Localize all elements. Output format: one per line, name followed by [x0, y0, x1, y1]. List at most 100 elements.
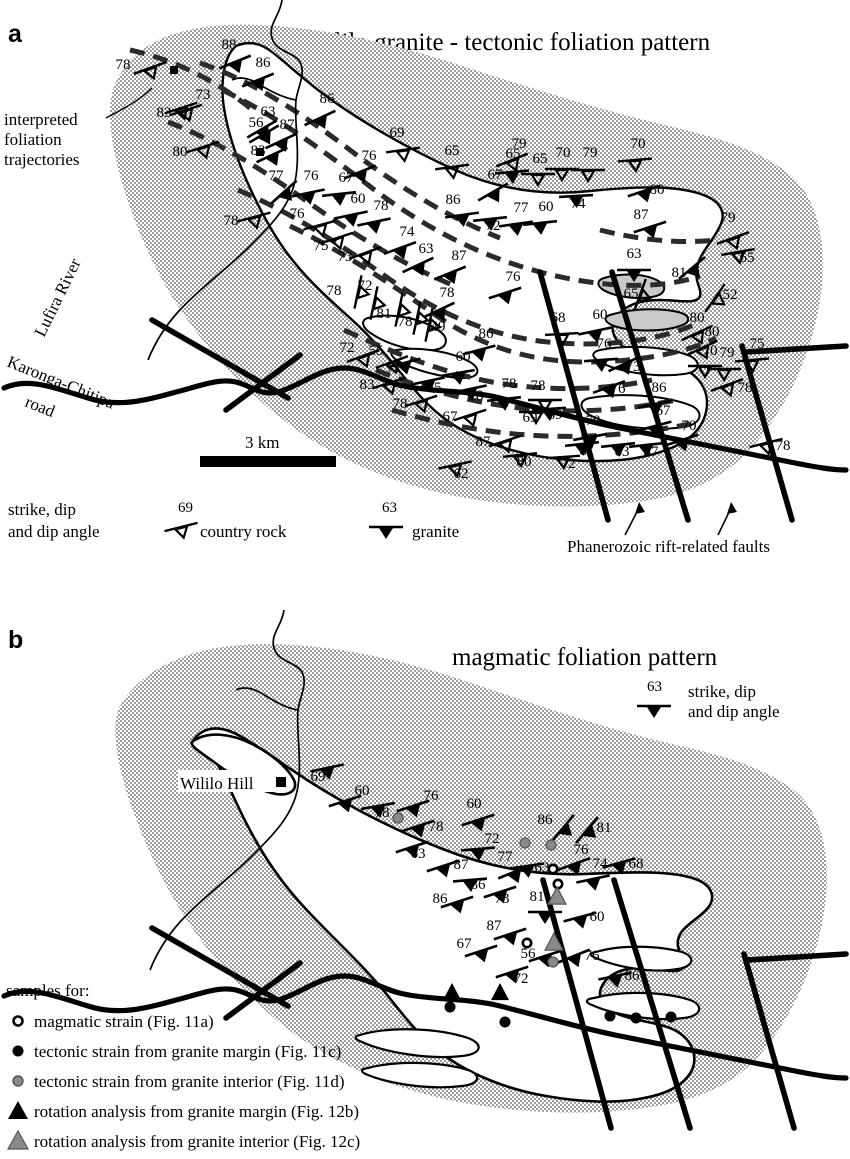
sample-point-gray-circle: [545, 839, 557, 851]
magmatic-measurement: 68: [601, 856, 644, 881]
dip-angle-value: 78: [393, 396, 408, 412]
dip-angle-value: 74: [593, 856, 609, 872]
dip-angle-value: 67: [339, 170, 355, 186]
granite-measurement: 76: [487, 269, 527, 311]
dip-angle-value: 72: [561, 456, 576, 472]
sample-legend-text-3: rotation analysis from granite margin (F…: [34, 1102, 359, 1121]
country-rock-measurement: 65: [720, 247, 758, 267]
dip-angle-value: 86: [446, 192, 462, 208]
panel-b: b magmatic foliation pattern Wililo: [1, 609, 849, 1151]
dip-angle-value: 86: [433, 891, 449, 907]
country-rock-measurement: 65: [519, 151, 557, 187]
granite-measurement: 87: [632, 207, 672, 245]
legend-granite-value: 63: [382, 500, 397, 516]
granite-measurement: 74: [382, 224, 422, 267]
dip-angle-value: 87: [644, 444, 660, 460]
sample-legend-text-1: tectonic strain from granite margin (Fig…: [34, 1042, 341, 1061]
dip-angle-value: 86: [538, 812, 554, 828]
legend-strike-line1: strike, dip: [8, 500, 76, 519]
dip-angle-value: 63: [419, 241, 434, 257]
lufira-river-b: [149, 609, 306, 971]
country-rock-measurement: 80: [501, 452, 540, 470]
dip-angle-value: 86: [256, 55, 272, 71]
country-rock-measurement: 78: [526, 378, 564, 413]
granite-measurement: 56: [247, 115, 287, 155]
legend-strike-line2: and dip angle: [8, 522, 100, 541]
dip-angle-value: 69: [390, 125, 405, 141]
dip-angle-value: 73: [196, 87, 211, 103]
magmatic-measurement: 60: [562, 909, 605, 935]
country-rock-measurement: 68: [543, 310, 581, 348]
dip-angle-value: 83: [360, 377, 375, 393]
granite-measurement: 77: [269, 168, 306, 214]
legend-country-rock-label: country rock: [200, 522, 287, 541]
granite-measurement: 65: [493, 146, 532, 187]
magmatic-measurement: 86: [433, 891, 479, 920]
granite-measurement: 87: [432, 248, 472, 292]
dip-angle-value: 69: [311, 769, 326, 785]
granite-measurement: 60: [439, 349, 479, 390]
country-rock-measurement: 83: [157, 103, 207, 127]
granite-measurement: 76: [582, 336, 621, 375]
sample-point-filled-circle: [604, 1010, 616, 1022]
dip-angle-value: 70: [631, 136, 646, 152]
dip-angle-value: 73: [626, 359, 641, 375]
dip-angle-value: 83: [157, 105, 172, 121]
dip-angle-value: 72: [486, 218, 501, 234]
legend-country-rock-symbol: [163, 521, 202, 543]
granite-measurement: 76: [290, 168, 329, 210]
magmatic-measurement: 72: [459, 831, 500, 864]
country-rock-measurement: 87: [476, 434, 526, 458]
country-rock-measurement: 76: [290, 206, 341, 242]
sample-point-gray-circle: [519, 837, 531, 849]
country-rock-measurement: 55: [369, 343, 413, 380]
dip-angle-value: 72: [340, 340, 355, 356]
legend-b-symbol: [635, 704, 673, 720]
country-rock-measurement: 78: [327, 274, 374, 313]
dip-angle-value: 79: [586, 413, 601, 429]
wililo-hill-marker: [276, 777, 286, 787]
legend-granite-symbol: [367, 525, 405, 541]
legend-b-value: 63: [647, 679, 662, 695]
dip-angle-value: 80: [650, 182, 665, 198]
dip-angle-value: 81: [377, 306, 392, 322]
country-rock-measurement: 78: [393, 394, 442, 418]
dip-angle-value: 76: [506, 269, 522, 285]
magmatic-measurement: 86: [597, 968, 640, 993]
magmatic-measurement: 87: [487, 918, 532, 952]
sample-legend-text-0: magmatic strain (Fig. 11a): [34, 1012, 214, 1031]
dip-angle-value: 83: [251, 143, 266, 159]
dip-angle-value: 55: [369, 343, 384, 359]
dip-angle-value: 78: [738, 380, 753, 396]
dip-angle-value: 79: [583, 145, 598, 161]
country-rock-measurement: 73: [163, 87, 211, 125]
granite-measurement: 73: [607, 355, 646, 384]
rift-faults-a: [149, 269, 849, 523]
magmatic-measurement: 60: [460, 796, 500, 838]
granite-measurement: 78: [452, 384, 491, 406]
legend-marker-gray-circle: [12, 1075, 24, 1087]
country-rock-measurement: 75: [314, 231, 358, 255]
granite-measurement: 72: [471, 215, 510, 235]
magmatic-measurement: 78: [400, 819, 444, 844]
dip-angle-value: 81: [597, 820, 612, 836]
granite-measurement: 86: [443, 192, 482, 231]
magmatic-measurement: 81: [526, 889, 564, 926]
dip-angle-value: 88: [222, 37, 237, 53]
dip-angle-value: 86: [652, 380, 668, 396]
sample-legend-text-4: rotation analysis from granite interior …: [34, 1132, 360, 1151]
dip-angle-value: 78: [776, 438, 791, 454]
granite-measurement: 78: [422, 285, 461, 330]
country-rock-measurement: 80: [680, 310, 719, 352]
country-rock-measurement: 62: [437, 460, 476, 482]
magmatic-measurement: 86: [451, 877, 490, 895]
granite-measurement: 67: [476, 167, 516, 213]
magmatic-measurement: 76: [556, 842, 596, 883]
dip-angle-value: 65: [624, 286, 639, 302]
granite-measurement: 67: [320, 170, 359, 210]
granite-measurement: 60: [333, 191, 372, 232]
dip-angle-value: 73: [338, 249, 353, 265]
interpreted-trajectories-line2: foliation: [4, 130, 62, 149]
granite-measurement: 87: [264, 117, 303, 161]
